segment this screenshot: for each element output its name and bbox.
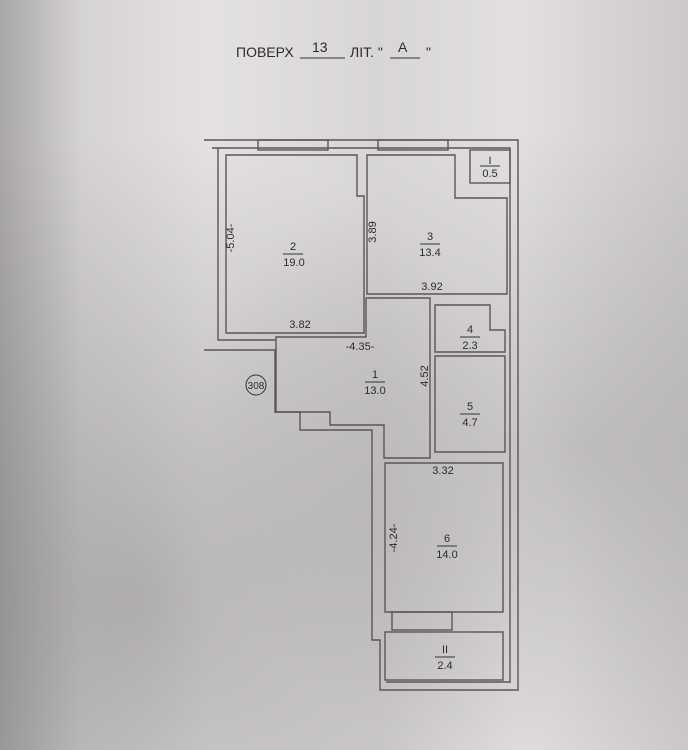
- room-1: 1 13.0 -4.35- 4.52: [275, 297, 431, 459]
- apartment-number-badge: 308: [245, 374, 267, 396]
- room-area: 0.5: [482, 168, 497, 180]
- dimension: 3.92: [421, 281, 442, 293]
- dimension: -4.24-: [388, 523, 400, 552]
- room-number: 6: [444, 533, 450, 545]
- dimension: -4.35-: [346, 341, 375, 353]
- lit-value: А: [398, 39, 408, 55]
- room-II: II 2.4: [384, 631, 504, 681]
- floor-label: ПОВЕРХ: [236, 44, 294, 60]
- room-number: 4: [467, 324, 473, 336]
- room-3: 3 13.4 3.89 3.92: [366, 154, 508, 295]
- apartment-number: 308: [248, 381, 265, 392]
- dimension: 3.82: [289, 319, 310, 331]
- room-number: 3: [427, 231, 433, 243]
- dimension: 4.52: [419, 365, 431, 386]
- dimension: -5.04-: [225, 223, 237, 252]
- room-area: 4.7: [462, 417, 477, 429]
- room-number: I: [488, 155, 491, 167]
- room-number: 2: [290, 241, 296, 253]
- room-area: 14.0: [436, 549, 457, 561]
- room-number: II: [442, 644, 448, 656]
- room-4: 4 2.3: [434, 304, 506, 353]
- room-6: 6 14.0 3.32 -4.24-: [384, 462, 504, 613]
- room-I: I 0.5: [469, 149, 511, 184]
- room-number: 5: [467, 401, 473, 413]
- lit-label: ЛІТ. ": [350, 44, 383, 60]
- room-number: 1: [372, 369, 378, 381]
- room-5: 5 4.7: [434, 355, 506, 453]
- room-area: 2.3: [462, 340, 477, 352]
- room-area: 13.0: [364, 385, 385, 397]
- lit-close: ": [426, 44, 431, 60]
- floor-number: 13: [312, 39, 328, 55]
- dimension: 3.89: [367, 221, 379, 242]
- dimension: 3.32: [432, 465, 453, 477]
- room-area: 19.0: [283, 257, 304, 269]
- room-2: 2 19.0 -5.04- 3.82: [225, 154, 365, 334]
- room-area: 13.4: [419, 247, 440, 259]
- walls: [204, 139, 519, 691]
- room-area: 2.4: [437, 660, 452, 672]
